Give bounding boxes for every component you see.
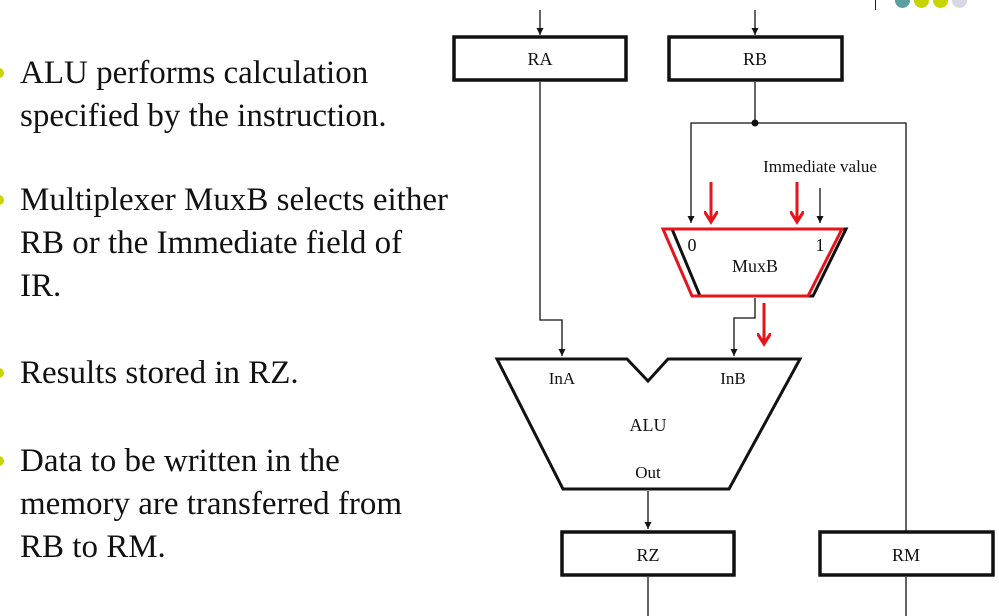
register-rb: RB <box>667 35 844 82</box>
ra-to-alu-wire <box>539 82 566 356</box>
alu-out-label: Out <box>635 463 661 482</box>
decoration-dot <box>895 0 910 8</box>
alu: InA InB ALU Out <box>494 357 803 491</box>
bullet-icon <box>0 68 4 78</box>
alu-in-a-label: InA <box>549 369 576 388</box>
mux-label: MuxB <box>732 256 778 276</box>
bullet-icon <box>0 368 4 378</box>
mux-input-1-label: 1 <box>816 235 825 255</box>
bullet-item: Data to be written in the memory are tra… <box>0 440 450 569</box>
bullet-text: Multiplexer MuxB selects either RB or th… <box>20 182 448 304</box>
alu-label: ALU <box>630 415 667 435</box>
mux-highlight-outline <box>660 227 845 298</box>
register-rm: RM <box>818 530 995 577</box>
register-ra-label: RA <box>527 49 552 69</box>
mux-to-alu-wire <box>730 298 756 356</box>
bullet-text: Results stored in RZ. <box>20 355 299 391</box>
bullet-text: ALU performs calculation specified by th… <box>20 55 387 134</box>
decoration-dot <box>952 0 967 8</box>
decoration-dot <box>914 0 929 8</box>
rb-to-rm-wire <box>755 122 910 546</box>
register-ra: RA <box>452 35 628 82</box>
mux-b: 0 1 MuxB <box>660 227 849 298</box>
bullet-icon <box>0 195 4 205</box>
decoration-line <box>875 0 876 10</box>
bullet-list: ALU performs calculation specified by th… <box>0 0 460 616</box>
bullet-text: Data to be written in the memory are tra… <box>20 443 403 565</box>
register-rz-label: RZ <box>636 545 659 565</box>
register-rb-label: RB <box>743 49 767 69</box>
decoration-dot <box>933 0 948 8</box>
mux-input-0-label: 0 <box>688 235 697 255</box>
decoration-dots <box>895 0 999 14</box>
bullet-item: Multiplexer MuxB selects either RB or th… <box>0 179 450 308</box>
register-rz: RZ <box>560 530 736 577</box>
bullet-icon <box>0 456 4 466</box>
bullet-item: Results stored in RZ. <box>0 352 450 395</box>
register-rm-label: RM <box>892 545 920 565</box>
immediate-value-label: Immediate value <box>763 157 877 176</box>
rb-to-mux-wire <box>687 122 755 223</box>
alu-in-b-label: InB <box>720 369 746 388</box>
bullet-item: ALU performs calculation specified by th… <box>0 52 450 138</box>
